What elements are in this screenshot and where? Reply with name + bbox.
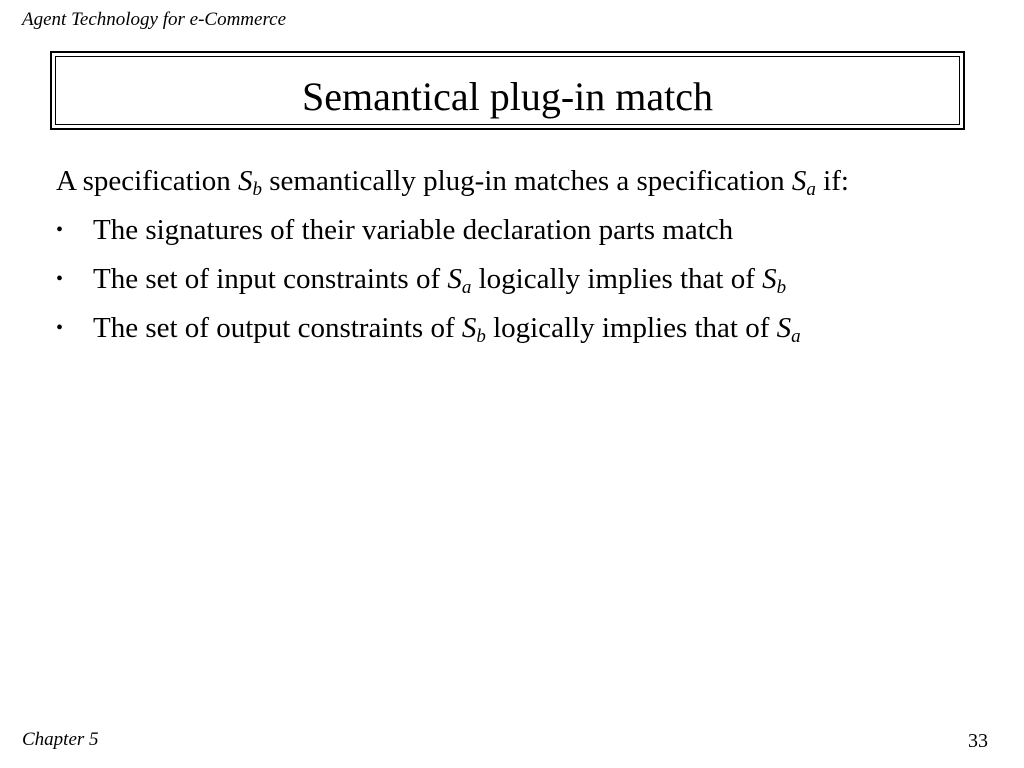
symbol-subscript: b bbox=[476, 326, 486, 347]
bullet-icon: • bbox=[56, 268, 64, 290]
symbol-subscript: a bbox=[791, 326, 801, 347]
symbol-base: S bbox=[447, 263, 462, 295]
bullet-item-signatures: • The signatures of their variable declar… bbox=[56, 212, 1006, 248]
intro-text-end: if: bbox=[815, 165, 849, 197]
bullet-text-start: The set of output constraints of bbox=[93, 312, 462, 344]
symbol-base: S bbox=[238, 165, 253, 197]
bullet-text: The signatures of their variable declara… bbox=[93, 214, 734, 246]
bullet-text-middle: logically implies that of bbox=[471, 263, 763, 295]
bullet-icon: • bbox=[56, 219, 64, 241]
intro-text-middle: semantically plug-in matches a specifica… bbox=[262, 165, 792, 197]
bullet-text-start: The set of input constraints of bbox=[93, 263, 448, 295]
symbol-base: S bbox=[762, 263, 777, 295]
intro-text-start: A specification bbox=[56, 165, 239, 197]
symbol-subscript: b bbox=[776, 277, 787, 298]
symbol-s-b: Sb bbox=[238, 165, 263, 200]
symbol-subscript: a bbox=[461, 277, 472, 298]
symbol-base: S bbox=[776, 312, 792, 344]
symbol-subscript: a bbox=[806, 179, 816, 200]
symbol-s-b: Sb bbox=[461, 312, 486, 347]
slide-body: A specification Sb semantically plug-in … bbox=[56, 163, 1006, 359]
bullet-item-input-constraints: • The set of input constraints of Sa logi… bbox=[56, 261, 1006, 297]
bullet-text-middle: logically implies that of bbox=[485, 312, 777, 344]
course-header: Agent Technology for e-Commerce bbox=[22, 9, 287, 30]
bullet-icon: • bbox=[56, 317, 64, 339]
symbol-s-a: Sa bbox=[776, 312, 801, 347]
slide-title: Semantical plug-in match bbox=[302, 74, 713, 119]
symbol-s-b: Sb bbox=[762, 263, 787, 298]
page-number: 33 bbox=[968, 730, 988, 752]
symbol-base: S bbox=[461, 312, 477, 344]
symbol-s-a: Sa bbox=[791, 165, 816, 200]
symbol-s-a: Sa bbox=[447, 263, 472, 298]
symbol-base: S bbox=[791, 165, 807, 197]
chapter-label: Chapter 5 bbox=[22, 729, 99, 750]
title-box: Semantical plug-in match bbox=[50, 51, 965, 130]
symbol-subscript: b bbox=[252, 179, 263, 200]
intro-line: A specification Sb semantically plug-in … bbox=[56, 163, 1006, 199]
bullet-item-output-constraints: • The set of output constraints of Sb log… bbox=[56, 310, 1006, 346]
